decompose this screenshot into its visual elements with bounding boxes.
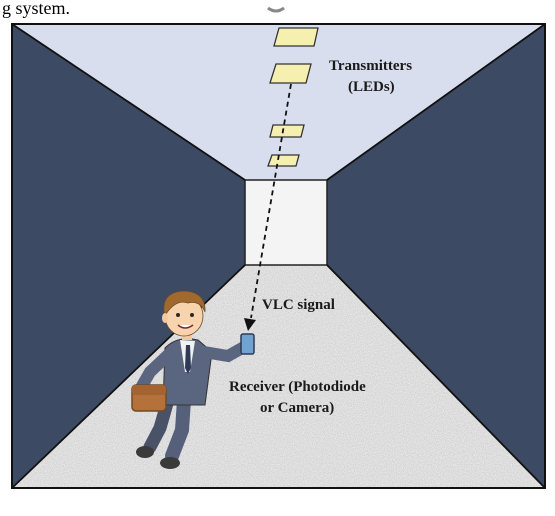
corridor-edges (11, 23, 546, 489)
receiver-label-line1: Receiver (Photodiode (229, 379, 366, 395)
person-ear (162, 313, 168, 323)
person-left-arm (136, 349, 174, 392)
person-right-eye (190, 313, 194, 317)
person-hair (163, 290, 206, 315)
vlc-signal-arrowhead (244, 318, 256, 331)
person-tie (185, 345, 191, 374)
person-back-shoe (136, 446, 154, 458)
transmitters-label-line1: Transmitters (329, 58, 412, 74)
person-receiver (131, 290, 255, 469)
person-front-leg (165, 393, 191, 463)
end-wall (244, 179, 328, 266)
transmitters-label-line2: (LEDs) (348, 79, 395, 95)
vlc-signal-label: VLC signal (262, 297, 335, 313)
ceiling (12, 24, 545, 180)
person-smile (177, 324, 194, 329)
vlc-signal-arrow (250, 83, 292, 319)
right-wall (327, 24, 545, 488)
receiver-label-line2: or Camera) (260, 400, 334, 416)
led-3 (269, 124, 305, 138)
person-left-eye (176, 313, 180, 317)
led-2 (269, 63, 312, 84)
led-transmitters (267, 27, 319, 167)
outer-frame (11, 23, 546, 489)
receiver-phone (240, 333, 255, 355)
led-1 (273, 27, 319, 47)
left-wall (12, 24, 245, 488)
led-4 (267, 154, 300, 167)
person-front-shoe (160, 457, 180, 469)
person-right-arm (198, 341, 250, 363)
caption-fragment: g system. (2, 0, 70, 18)
person-bag-flap (132, 385, 166, 395)
top-mark (267, 6, 285, 13)
